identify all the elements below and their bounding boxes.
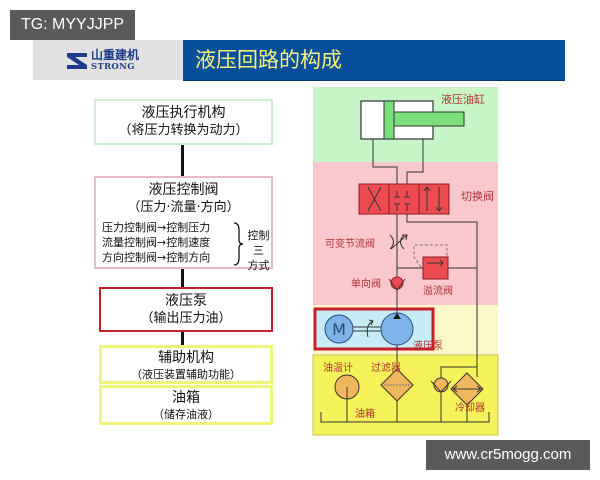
connector-valve-pump [181, 269, 184, 287]
label-relief-valve: 溢流阀 [423, 286, 453, 297]
directional-valve [358, 183, 450, 215]
brace-icon [233, 222, 244, 266]
strong-logo-icon [67, 53, 87, 69]
brace-label-line-2: 方式 [247, 259, 270, 272]
auxiliary-box: 辅助机构 （液压装置辅助功能） [99, 345, 273, 384]
motor-label: M [332, 320, 346, 339]
watermark-bottom: www.cr5mogg.com [426, 440, 590, 470]
slide: 山重建机 STRONG 液压回路的构成 液压执行机构 （将压力转换为动力） 液压… [33, 40, 565, 440]
brace-label-line-1: 控制三 [247, 229, 270, 257]
logo-chinese: 山重建机 [91, 48, 140, 62]
check-valve [390, 276, 404, 290]
control-three-ways-label: 控制三 方式 [246, 228, 271, 273]
hydraulic-circuit-diagram: M 液压油缸 切换阀 可变节流阀 单向阀 溢流阀 液压泵 油温计 [311, 87, 521, 440]
pump-subtitle: （输出压力油） [140, 311, 232, 326]
control-methods-list: 压力控制阀→控制压力 流量控制阀→控制速度 方向控制阀→控制方向 [102, 220, 210, 265]
actuator-subtitle: （将压力转换为动力） [118, 123, 249, 138]
connector-1 [181, 145, 184, 176]
pump-title: 液压泵 [165, 293, 207, 309]
watermark-top: TG: MYYJJPP [10, 10, 135, 40]
circuit-svg: M [312, 87, 499, 436]
control-method-flow: 流量控制阀→控制速度 [102, 236, 211, 249]
label-directional-valve: 切换阀 [461, 190, 494, 203]
logo-english: STRONG [91, 62, 135, 72]
cylinder-rod [393, 111, 465, 127]
label-tank: 油箱 [355, 409, 375, 420]
label-filter: 过滤器 [371, 363, 401, 374]
control-method-pressure: 压力控制阀→控制压力 [102, 221, 211, 234]
company-logo: 山重建机 STRONG [67, 49, 167, 73]
control-valve-title: 液压控制阀 [148, 182, 219, 198]
cooler-check-valve [433, 377, 449, 393]
tank-title: 油箱 [172, 390, 200, 406]
tank-subtitle: （储存油液） [153, 408, 219, 421]
actuator-box: 液压执行机构 （将压力转换为动力） [94, 99, 273, 145]
valve-zone [313, 162, 498, 305]
auxiliary-subtitle: （液压装置辅助功能） [131, 368, 241, 381]
logo-area: 山重建机 STRONG [33, 40, 183, 80]
tank-box: 油箱 （储存油液） [99, 385, 273, 425]
cylinder-piston [383, 100, 395, 140]
motor [324, 314, 354, 344]
control-method-direction: 方向控制阀→控制方向 [102, 251, 211, 264]
pump-box: 液压泵 （输出压力油） [99, 287, 273, 332]
label-cylinder: 液压油缸 [441, 93, 485, 106]
tank-symbol [320, 412, 490, 423]
auxiliary-title: 辅助机构 [158, 350, 214, 366]
page-title: 液压回路的构成 [195, 48, 342, 72]
relief-valve [422, 256, 449, 280]
connector-3 [181, 332, 184, 345]
label-throttle-valve: 可变节流阀 [325, 239, 375, 250]
label-pump: 液压泵 [413, 341, 443, 352]
label-cooler: 冷却器 [455, 403, 485, 414]
label-thermometer: 油温计 [323, 363, 353, 374]
title-bar: 液压回路的构成 [183, 40, 565, 81]
control-valve-subtitle: （压力·流量·方向） [127, 200, 240, 215]
label-check-valve: 单向阀 [351, 279, 381, 290]
actuator-title: 液压执行机构 [141, 105, 226, 121]
control-valve-box: 液压控制阀 （压力·流量·方向） 压力控制阀→控制压力 流量控制阀→控制速度 方… [94, 176, 273, 272]
